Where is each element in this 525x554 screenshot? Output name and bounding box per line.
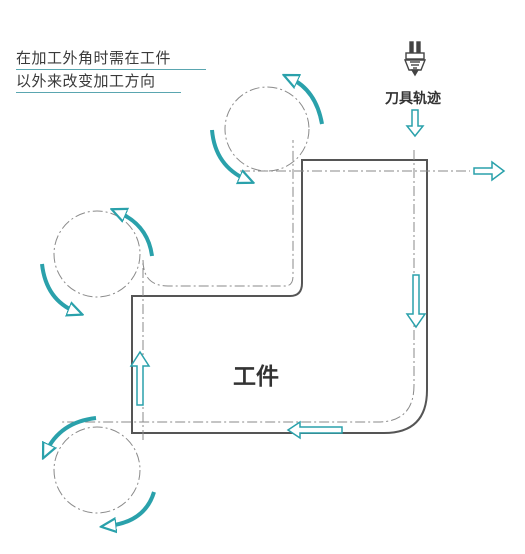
tool-path <box>60 140 470 440</box>
curved-arrow-icon <box>40 263 76 312</box>
direction-arrow-icon <box>129 350 151 406</box>
curved-arrows <box>40 78 324 526</box>
curved-arrow-icon <box>210 129 247 180</box>
caption-line-1: 在加工外角时需在工件 <box>16 47 206 70</box>
tool-path-label: 刀具轨迹 <box>385 91 441 107</box>
direction-arrow-icon <box>473 160 506 182</box>
direction-arrow-icon <box>405 109 425 138</box>
loop-top-right <box>224 86 310 172</box>
caption-line-2: 以外来改变加工方向 <box>16 70 181 93</box>
curved-arrow-icon <box>108 491 156 526</box>
loop-bottom-left <box>53 426 141 514</box>
curved-arrow-icon <box>118 212 154 257</box>
corner-loops <box>53 86 310 514</box>
direction-arrow-icon <box>405 274 427 329</box>
direction-arrows <box>129 109 506 440</box>
workpiece-label: 工件 <box>233 364 279 390</box>
tool-nozzle-icon <box>403 41 427 77</box>
caption: 在加工外角时需在工件 以外来改变加工方向 <box>16 47 206 93</box>
curved-arrow-icon <box>290 78 324 125</box>
workpiece-outline <box>131 159 428 434</box>
loop-middle-left <box>53 210 141 298</box>
curved-arrow-icon <box>46 416 97 452</box>
direction-arrow-icon <box>286 420 343 440</box>
